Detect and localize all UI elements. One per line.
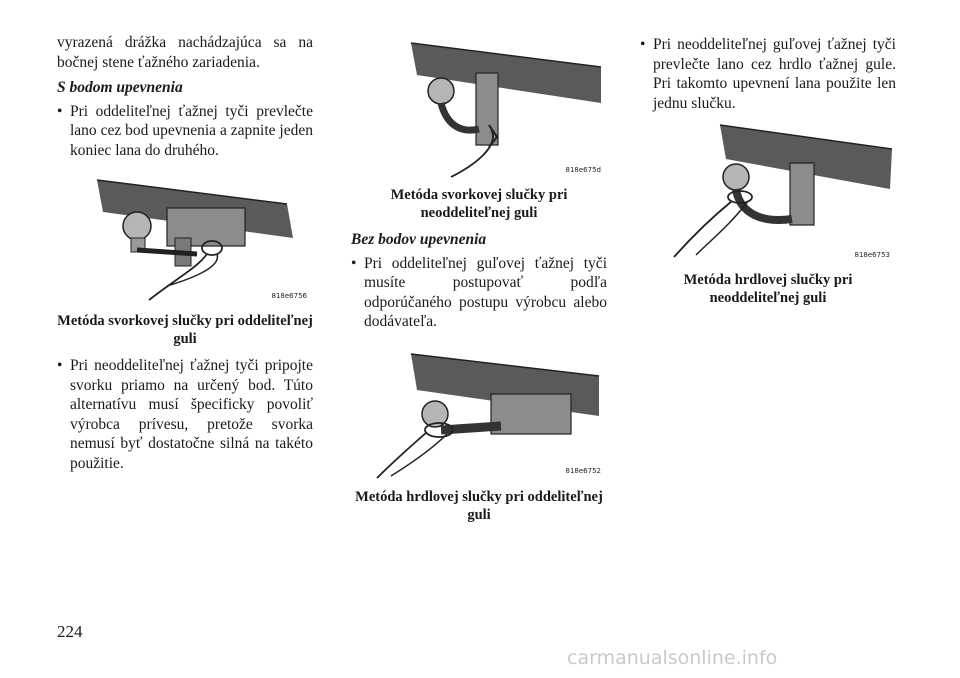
watermark: carmanualsonline.info — [567, 647, 778, 669]
bullet-removable-drawbar: Pri oddeliteľnej ťažnej tyči prevlečte l… — [57, 102, 313, 161]
hitch-illustration-neck-loop-removable — [376, 352, 600, 479]
figure-code: 818e6753 — [854, 250, 890, 259]
figure-neck-loop-fixed-ball: 818e6753 — [640, 119, 896, 267]
figure-caption: Metóda hrdlovej slučky pri oddeliteľnej … — [355, 488, 603, 523]
column-left: vyrazená drážka nachádzajúca sa na bočne… — [57, 33, 313, 473]
intro-text: vyrazená drážka nachádzajúca sa na bočne… — [57, 34, 313, 71]
figure-caption: Metóda svorkovej slučky pri oddeliteľnej… — [57, 313, 313, 347]
column-right: Pri neoddeliteľnej guľovej ťažnej tyči p… — [640, 33, 896, 307]
section-heading-without-attachment-points: Bez bodov upevnenia — [351, 231, 487, 248]
figure-clip-loop-fixed-ball: 818e675d — [351, 37, 607, 182]
page-number: 224 — [57, 622, 83, 641]
bullet-fixed-ball: Pri neoddeliteľnej guľovej ťažnej tyči p… — [640, 35, 896, 113]
figure-code: 818e675d — [565, 165, 601, 174]
hitch-illustration-clip-loop-removable — [96, 179, 293, 301]
figure-code: 818e6752 — [565, 467, 601, 475]
figure-code: 818e6756 — [271, 291, 307, 300]
figure-caption: Metóda svorkovej slučky pri neoddeliteľn… — [390, 187, 568, 221]
figure-caption: Metóda hrdlovej slučky pri neoddeliteľne… — [683, 272, 853, 306]
figure-neck-loop-removable-ball: 818e6752 — [351, 346, 607, 484]
column-middle: 818e675d Metóda svorkovej slučky pri neo… — [351, 37, 607, 524]
section-heading-with-attachment-point: S bodom upevnenia — [57, 79, 183, 96]
bullet-removable-ball: Pri oddeliteľnej guľovej ťažnej tyči mus… — [351, 254, 607, 332]
hitch-illustration-neck-loop-fixed — [673, 124, 893, 258]
hitch-illustration-clip-loop-fixed — [410, 42, 602, 178]
figure-clip-loop-removable-ball: 818e6756 — [57, 168, 313, 308]
bullet-fixed-drawbar: Pri neoddeliteľnej ťažnej tyči pripojte … — [57, 356, 313, 473]
